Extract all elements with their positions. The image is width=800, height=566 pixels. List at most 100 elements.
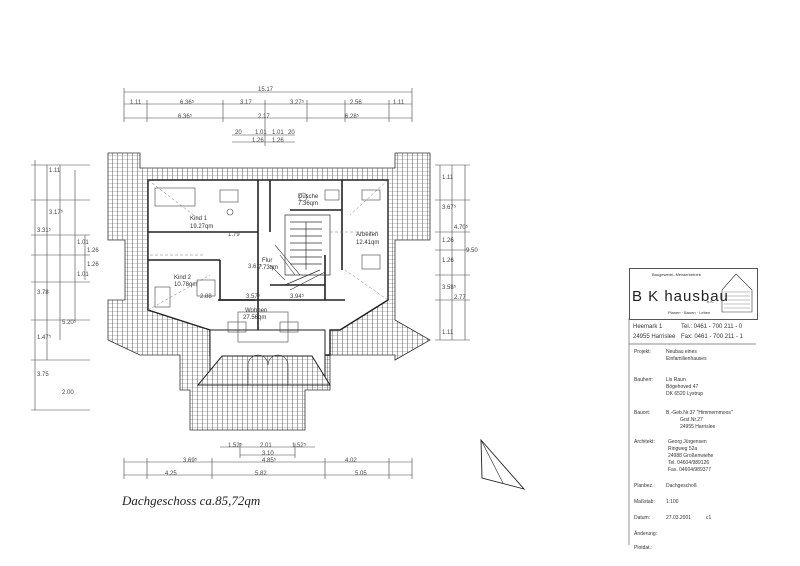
room-name: Arbeiten (356, 232, 379, 238)
right-dim: 1.11 (442, 175, 454, 181)
projekt-line1: Neubau eines (666, 349, 697, 355)
title-block-frame (628, 318, 756, 545)
architekt-line2: Ringweg 52a (668, 446, 698, 452)
left-dimension-lines (31, 160, 90, 411)
right-dim: 4.70⁵ (454, 225, 469, 231)
top-dim: 1.11 (393, 100, 405, 106)
aenderung-label: Änderung: (634, 531, 658, 537)
top-dim: 1.11 (130, 100, 142, 106)
bauherr-label: Bauherr: (634, 377, 654, 383)
inner-dim: 2.88 (200, 294, 212, 300)
top-dim: 1.26 (272, 138, 284, 144)
bay-doors (247, 354, 289, 385)
bauherr-line2: Bögehoved 47 (666, 384, 699, 390)
bottom-dim: 5.82 (255, 471, 267, 477)
bauherr-line1: Lis Raun (666, 377, 686, 383)
interior-floor (147, 179, 389, 356)
right-dim: 1.11 (442, 330, 454, 336)
inner-dim: 3.61⁵ (248, 264, 263, 270)
room-area: 10.78qm (174, 282, 198, 288)
top-dim: 6.36⁵ (178, 114, 193, 120)
bottom-dimension-lines (123, 443, 413, 479)
massstab-value: 1:100 (666, 499, 679, 505)
left-dim: 1.01 (77, 240, 89, 246)
right-dim: 3.58⁵ (442, 285, 457, 291)
house-logo-icon (721, 273, 753, 313)
bauort-line3: 24955 Harrislee (680, 424, 716, 430)
logo-tagline: Baugewerbl.-Meisterbetrieb (652, 272, 701, 277)
logo-subtitle: Planen · Bauen · Leben (668, 310, 711, 315)
right-dim: 2.77 (454, 295, 466, 301)
right-dim: 3.67⁵ (442, 205, 457, 211)
right-dim: 1.26 (442, 238, 454, 244)
top-dim: 6.28⁵ (345, 114, 360, 120)
top-dim: 1.26 (252, 138, 264, 144)
bottom-dim: 1.52⁵ (292, 443, 307, 449)
room-name: Dusche (298, 194, 319, 200)
architekt-line5: Fax. 04604/989377 (668, 467, 712, 473)
top-dim: 20 (288, 130, 295, 136)
left-dim: 1.47⁵ (37, 335, 52, 341)
room-area: 27.56qm (243, 315, 267, 321)
left-dim: 1.11 (49, 168, 61, 174)
massstab-label: Maßstab: (634, 499, 655, 505)
company-fax: Fax: 0461 - 700 211 - 1 (681, 334, 743, 340)
right-dim: 9.50 (466, 248, 478, 254)
right-dimension-lines (435, 164, 470, 341)
inner-dim: 1.79 (228, 232, 240, 238)
bottom-dim: 4.85⁵ (262, 458, 277, 464)
staircase (284, 214, 331, 291)
top-dimension-lines (123, 88, 413, 146)
bauort-line2: Grst.Nr.27 (680, 417, 703, 423)
planbez-label: Planbez.: (634, 483, 655, 489)
company-city: 24955 Harrislee (633, 334, 676, 340)
left-dim: 2.00 (62, 390, 74, 396)
room-name: Wohnen (245, 308, 268, 314)
top-dim: 2.56 (350, 100, 362, 106)
datum-label: Datum: (634, 515, 651, 521)
stair-opening (269, 244, 301, 281)
plotdat-label: Plotdat.: (634, 545, 653, 551)
north-arrow (480, 438, 526, 490)
interior-walls (148, 180, 345, 330)
drawing-title: Dachgeschoss ca.85,72qm (122, 493, 261, 508)
total-width-dimension: 15.17 (258, 87, 274, 93)
roof-slope-lines (147, 179, 389, 311)
top-dim: 1.01 (272, 130, 284, 136)
company-tel: Tel.: 0461 - 700 211 - 0 (681, 324, 743, 330)
room-name: Kind 2 (174, 275, 192, 281)
left-dim: 1.26 (87, 262, 99, 268)
bottom-dim: 3.69⁵ (183, 458, 198, 464)
architekt-line1: Georg Jürgensen (668, 439, 707, 445)
room-name: Kind 1 (190, 216, 208, 222)
left-dim: 1.26 (87, 248, 99, 254)
top-dim: 2.17 (258, 114, 270, 120)
bauherr-line3: DK 6520 Lystrup (666, 391, 704, 397)
furniture (154, 187, 381, 343)
room-area: 7.73qm (258, 265, 279, 271)
left-dim: 3.17⁵ (49, 210, 64, 216)
bottom-dim: 1.52⁵ (228, 443, 243, 449)
architekt-label: Architekt: (634, 439, 655, 445)
projekt-label: Projekt: (634, 349, 651, 355)
dormer-bottom (196, 329, 331, 386)
room-area: 12.41qm (356, 240, 380, 246)
bottom-dim: 4.25 (165, 471, 177, 477)
architekt-line3: 24988 Großenwiehe (668, 453, 714, 459)
inner-dim: 3.57⁵ (246, 294, 261, 300)
right-dim: 1.26 (442, 258, 454, 264)
top-dim: 3.17 (240, 100, 252, 106)
left-dim: 5.20⁵ (62, 320, 77, 326)
room-name: Flur (262, 258, 273, 264)
left-dim: 3.78 (37, 290, 49, 296)
logo-suffix: e.K. (707, 299, 715, 304)
top-dim: 6.36⁵ (180, 100, 195, 106)
top-dim: 1.01 (255, 130, 267, 136)
datum-suffix: c1 (706, 515, 712, 521)
top-dim: 20 (235, 130, 242, 136)
bottom-dim: 5.05 (355, 471, 367, 477)
room-area: 7.36qm (298, 201, 319, 207)
top-dim: 3.27⁵ (290, 100, 305, 106)
room-area: 19.27qm (190, 224, 214, 230)
